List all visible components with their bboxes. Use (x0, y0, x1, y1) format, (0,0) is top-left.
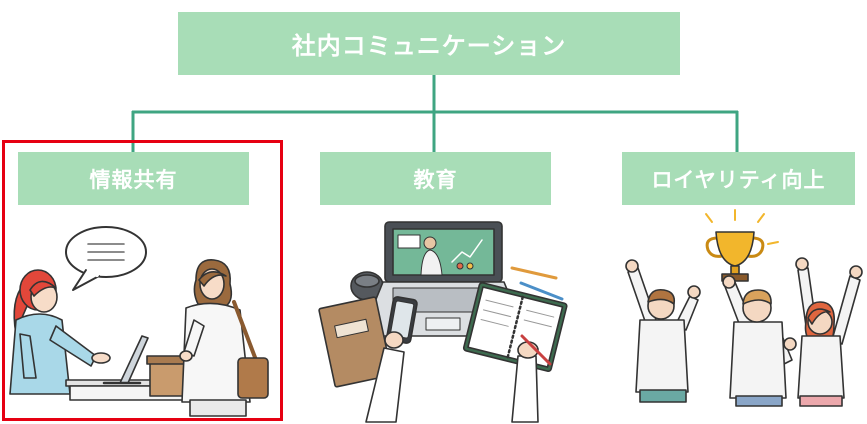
sleeve (511, 355, 539, 423)
hand (91, 352, 111, 364)
woman-right (179, 259, 269, 417)
man-middle (722, 275, 797, 407)
branch-node-label: 教育 (413, 168, 458, 192)
sparkle (767, 241, 779, 245)
root-node-communication: 社内コミュニケーション (178, 12, 680, 75)
pants (735, 395, 783, 407)
branch-node-label: ロイヤリティ向上 (651, 168, 826, 192)
speech-bubble-tail-cover (86, 266, 99, 277)
bangs (198, 271, 227, 287)
speech-bubble-icon (65, 226, 147, 291)
woman-left (9, 269, 111, 395)
hand (384, 331, 404, 349)
closed-notebook-icon (318, 296, 393, 388)
trophy-handle-left (705, 236, 724, 258)
branch-node-education: 教育 (320, 152, 551, 205)
hand (722, 275, 736, 289)
pants (799, 395, 843, 407)
colleagues-conversation-illustration (9, 226, 269, 417)
bangs (807, 308, 831, 325)
shirt (635, 319, 689, 393)
root-node-label: 社内コミュニケーション (291, 33, 567, 60)
trophy-handle-right (746, 236, 765, 258)
fist (849, 265, 863, 279)
fist (783, 337, 797, 351)
pants (639, 389, 687, 403)
speech-bubble-tail (72, 269, 100, 291)
sleeve (365, 347, 405, 423)
whiteboard (397, 234, 421, 249)
fist (625, 259, 639, 273)
trophy-stem (730, 265, 740, 275)
shirt (729, 321, 787, 399)
pencil-icon (510, 266, 558, 280)
tree-connectors (131, 75, 739, 152)
woman-right (795, 257, 863, 407)
fist (795, 257, 809, 271)
bag-strap (232, 300, 258, 362)
sparkle (705, 213, 713, 223)
branch-node-loyalty: ロイヤリティ向上 (622, 152, 855, 205)
lower-arm (19, 333, 37, 379)
screen-chart-dot (456, 262, 464, 270)
hair (742, 289, 772, 305)
notebook-spiral (506, 295, 524, 359)
notebook-label (334, 318, 369, 339)
writing-hand (511, 334, 552, 423)
notebook-line (526, 309, 555, 318)
reaching-arm (49, 325, 97, 367)
writing-pen-icon (520, 334, 552, 366)
notebook-cover (318, 296, 393, 388)
online-study-laptop-illustration (318, 221, 568, 423)
gesture-arm (183, 319, 205, 357)
teacher-body (420, 249, 443, 276)
notebook-line (485, 299, 514, 308)
team-trophy-celebration-illustration (625, 209, 863, 407)
pen-icon (519, 281, 564, 301)
fist (687, 285, 701, 299)
hand-holding-phone (365, 296, 418, 423)
shoulder-bag (237, 357, 269, 399)
branch-node-info-sharing: 情報共有 (18, 152, 249, 205)
trophy-icon (705, 209, 779, 282)
highlight-frame (2, 140, 283, 421)
open-notebook-icon (462, 282, 568, 373)
bangs (29, 280, 57, 297)
raised-arm (831, 275, 861, 345)
notebook-line (523, 319, 552, 328)
touchpad (425, 317, 461, 331)
teacher-head (423, 236, 437, 250)
screen-chart (451, 239, 483, 263)
trophy-cup (715, 231, 755, 267)
branch-node-label: 情報共有 (89, 168, 178, 192)
hair (647, 288, 676, 305)
notebook-line (482, 309, 512, 318)
pants (189, 399, 247, 417)
man-left (625, 259, 701, 403)
hand (179, 350, 193, 362)
cup-lid (354, 274, 380, 288)
shirt (797, 335, 845, 399)
sparkle (757, 213, 765, 223)
notebook-line (480, 319, 509, 327)
screen-chart-dot (466, 262, 474, 270)
